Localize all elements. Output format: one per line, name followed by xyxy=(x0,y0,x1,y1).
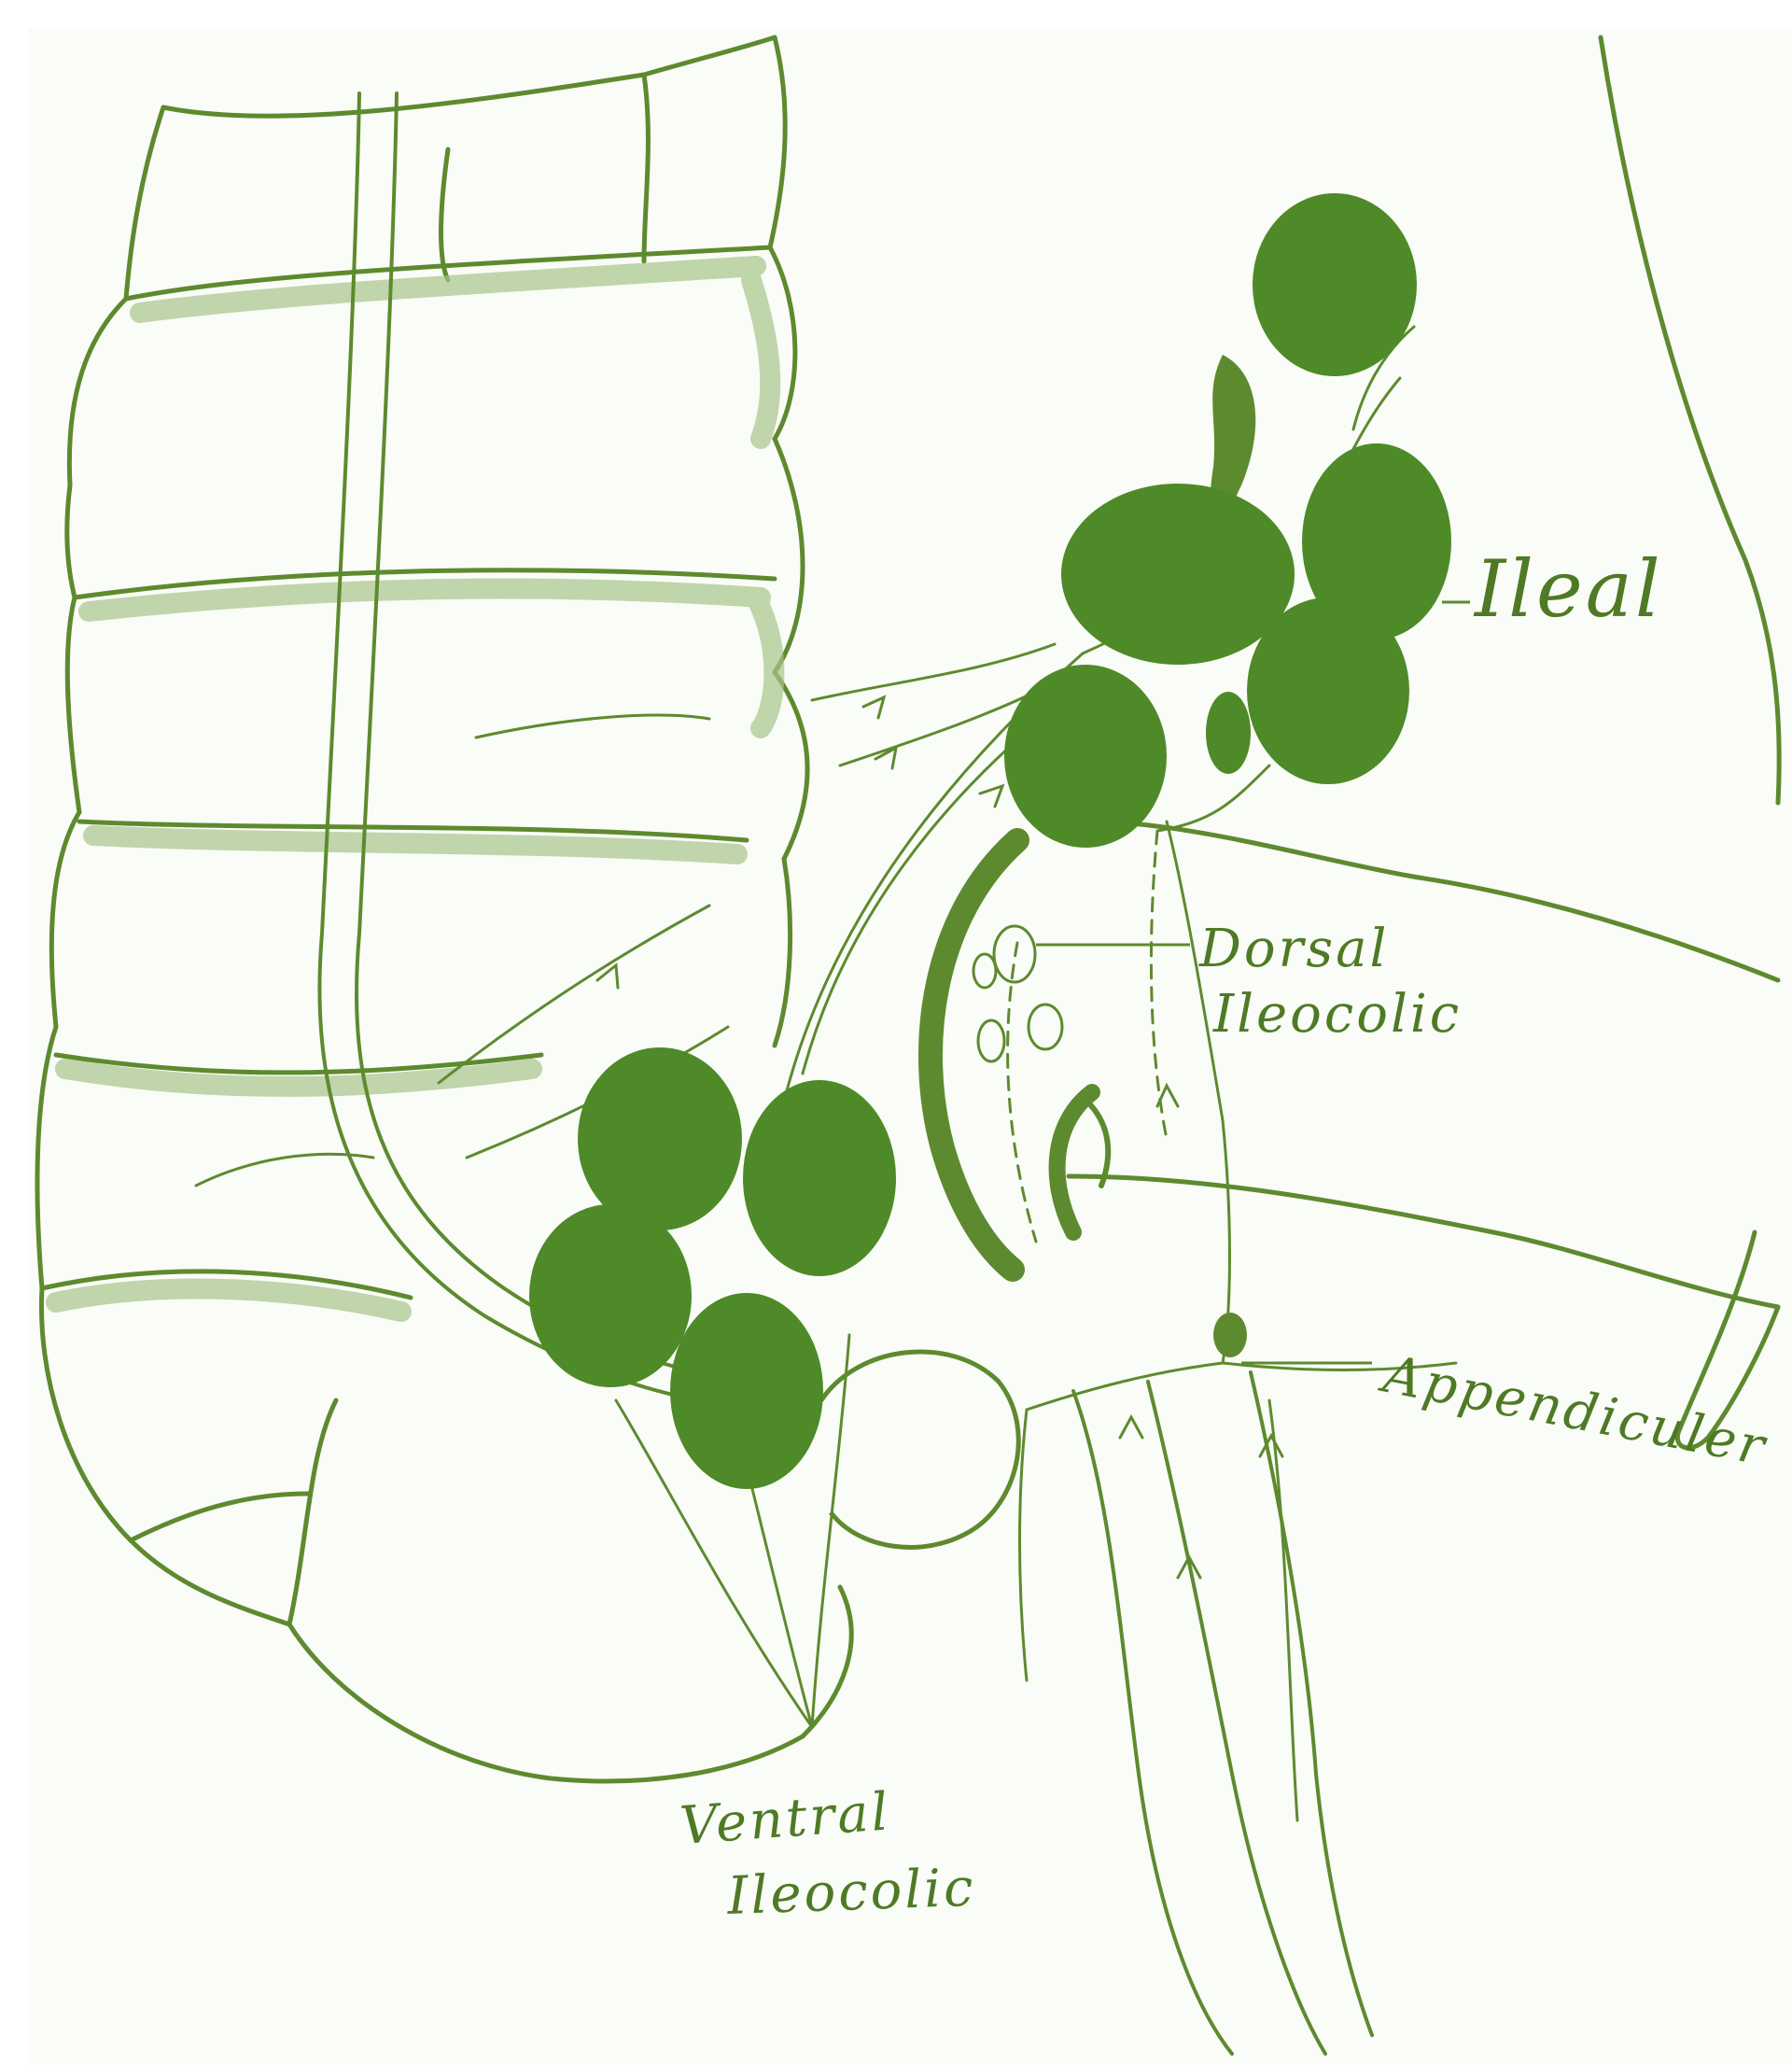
appendicular-node xyxy=(1213,1313,1247,1357)
ventral-ileocolic-node xyxy=(743,1080,896,1276)
label-dorsal-line2: Ileocolic xyxy=(1212,984,1462,1045)
ileal-node xyxy=(1247,597,1409,784)
ileal-node xyxy=(1061,484,1295,665)
label-ventral-line2: Ileocolic xyxy=(725,1858,976,1927)
ileal-node xyxy=(1004,665,1167,848)
label-ileal: Ileal xyxy=(1473,543,1663,635)
paper-background xyxy=(28,28,1792,2065)
ventral-ileocolic-node xyxy=(670,1293,823,1489)
label-dorsal-line1: Dorsal xyxy=(1198,919,1389,979)
ventral-ileocolic-node xyxy=(529,1204,692,1387)
ileal-node xyxy=(1206,692,1251,774)
ventral-ileocolic-node xyxy=(578,1047,742,1230)
ileal-node xyxy=(1253,193,1417,376)
